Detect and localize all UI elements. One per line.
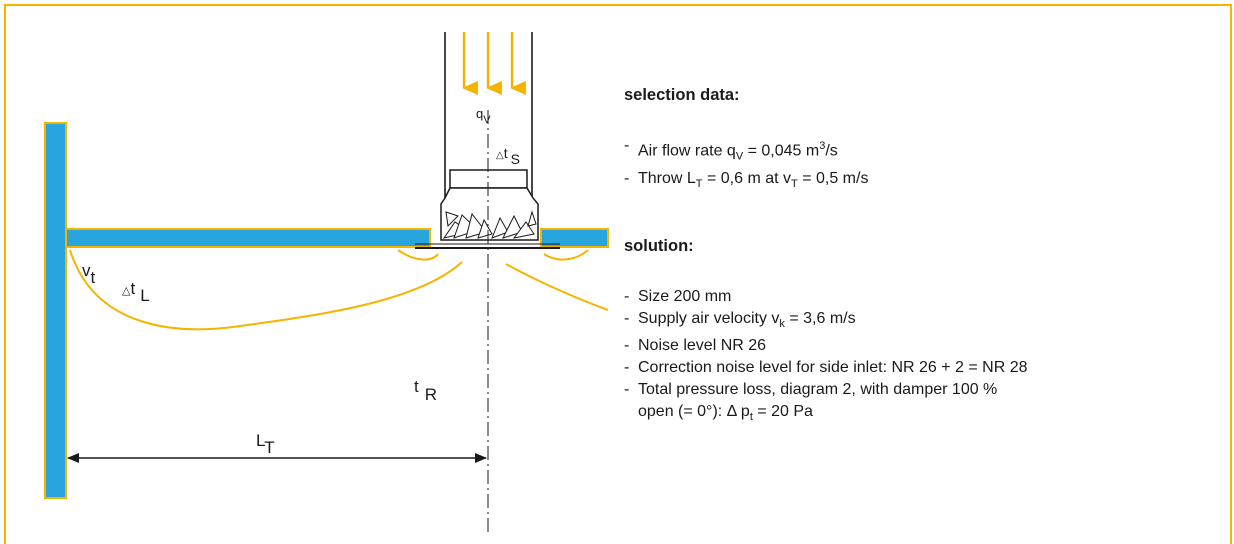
solution-list: -Size 200 mm -Supply air velocity vk = 3…	[624, 286, 1224, 428]
ceiling-left	[65, 228, 431, 248]
label-vt: vt	[82, 261, 96, 287]
list-item: -Size 200 mm	[624, 287, 732, 305]
ceiling-right	[540, 228, 609, 248]
selection-list: - Air flow rate qV = 0,045 m3/s - Throw …	[624, 135, 1224, 195]
diagram-frame	[4, 4, 1232, 544]
info-panel: selection data: - Air flow rate qV = 0,0…	[624, 86, 1224, 428]
list-item: -Noise level NR 26	[624, 336, 767, 354]
list-item: -Supply air velocity vk = 3,6 m/s	[624, 309, 856, 330]
label-qv: qV	[476, 106, 491, 126]
airflow-curves	[69, 249, 609, 331]
solution-heading: solution:	[624, 236, 694, 255]
list-item: - Throw LT = 0,6 m at vT = 0,5 m/s	[624, 169, 869, 190]
list-item: - Air flow rate qV = 0,045 m3/s	[624, 137, 838, 163]
list-item: -Total pressure loss, diagram 2, with da…	[624, 380, 998, 424]
list-item: -Correction noise level for side inlet: …	[624, 358, 1028, 376]
wall	[44, 122, 67, 499]
inflow-arrows	[462, 32, 526, 95]
label-lt: LT	[256, 431, 275, 457]
diffuser-blades	[442, 210, 537, 239]
selection-heading: selection data:	[624, 86, 740, 104]
